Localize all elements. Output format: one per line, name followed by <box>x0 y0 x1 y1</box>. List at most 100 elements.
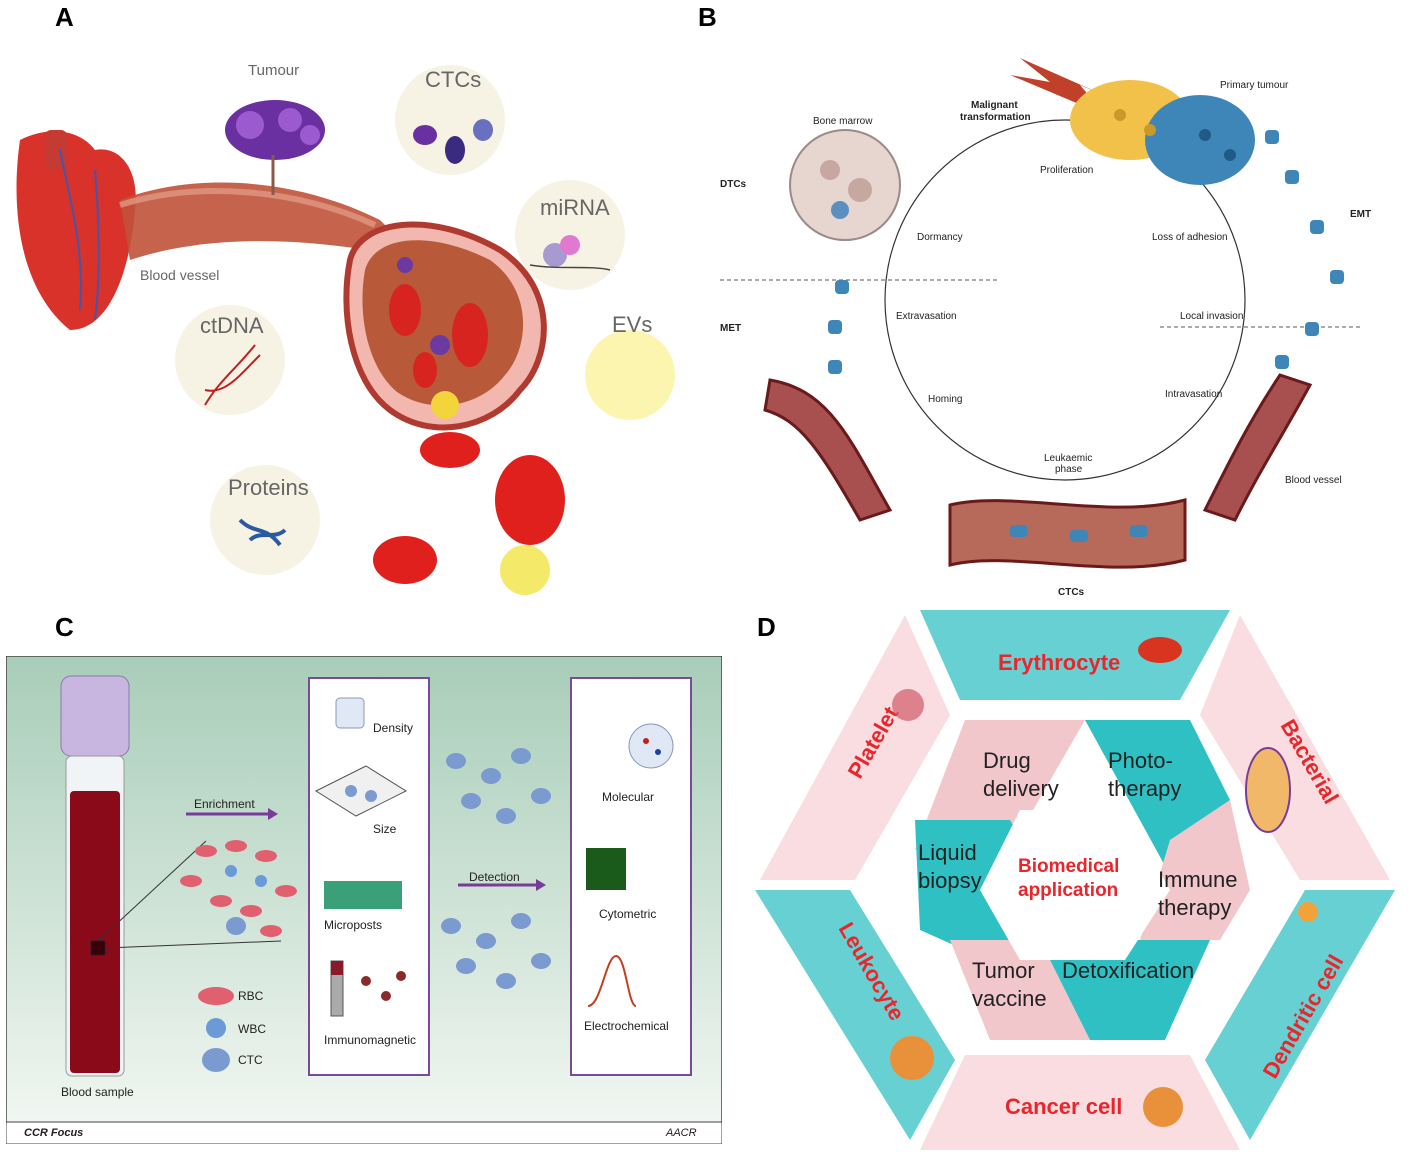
panel-letter-d: D <box>757 612 776 642</box>
primary-tumour-cells <box>1070 80 1255 185</box>
enrichment-methods-box <box>308 677 430 1076</box>
microposts-label: Microposts <box>324 918 382 932</box>
immunomagnetic-label: Immunomagnetic <box>324 1033 416 1047</box>
dormancy-label: Dormancy <box>917 232 963 243</box>
tumor-vaccine-label-line1: Tumor <box>972 958 1035 983</box>
dtcs-label: DTCs <box>720 179 747 190</box>
detoxification-label: Detoxification <box>1062 958 1194 983</box>
liquid-biopsy-label-line2: biopsy <box>918 868 982 893</box>
microposts-icon <box>324 881 402 909</box>
leukocyte-icon <box>890 1036 934 1080</box>
rbc-shape <box>420 432 480 468</box>
bacterial-segment <box>1200 615 1390 880</box>
dendritic-cell-icon <box>1298 902 1318 922</box>
molecular-dish-icon <box>628 723 674 769</box>
tumour-label: Tumour <box>248 62 299 79</box>
panel-c-ctc-enrichment-detection: CCR Focus AACR Blood sample Enrichment R… <box>6 656 722 1144</box>
panel-a-liquid-biopsy-illustration: Tumour Blood vessel CTCs miRNA EVs ctDNA… <box>16 62 675 595</box>
immune-therapy-label-line1: Immune <box>1158 867 1237 892</box>
density-icon <box>335 697 365 729</box>
ctdna-bubble <box>175 305 285 415</box>
size-label: Size <box>373 822 397 836</box>
leukaemic-label-line2: phase <box>1055 464 1083 475</box>
mirna-label: miRNA <box>540 195 610 220</box>
zoom-line <box>104 940 282 949</box>
homing-label: Homing <box>928 394 962 405</box>
panel-letter-c: C <box>55 612 74 642</box>
metastasis-cycle-circle <box>884 119 1246 481</box>
immune-therapy-label-line2: therapy <box>1158 895 1231 920</box>
emt-label: EMT <box>1350 209 1371 220</box>
cancer-cell-label: Cancer cell <box>1005 1094 1122 1119</box>
platelet-segment <box>760 615 950 880</box>
center-label-line2: application <box>1018 880 1118 901</box>
detoxification-block <box>1040 940 1210 1040</box>
panel-letter-b: B <box>698 2 717 32</box>
bone-marrow-label: Bone marrow <box>813 116 873 127</box>
rbc-legend-label: RBC <box>238 989 264 1003</box>
extravasation-label: Extravasation <box>896 311 957 322</box>
erythrocyte-icon <box>1138 637 1182 663</box>
ctc-legend-icon <box>202 1048 230 1072</box>
blood-sample-label: Blood sample <box>61 1085 134 1099</box>
density-label: Density <box>373 721 413 735</box>
panel-letter-a: A <box>55 2 74 32</box>
loss-of-adhesion-label: Loss of adhesion <box>1152 232 1228 243</box>
wbc-legend-icon <box>206 1018 226 1038</box>
molecular-label: Molecular <box>602 790 654 804</box>
met-label: MET <box>720 323 741 334</box>
erythrocyte-segment <box>920 610 1230 700</box>
rbc-shape <box>495 455 565 545</box>
blood-vessel-label: Blood vessel <box>140 267 219 283</box>
cytometric-label: Cytometric <box>599 907 656 921</box>
phototherapy-label-line2: therapy <box>1108 776 1181 801</box>
ctcs-label-b: CTCs <box>1058 587 1085 598</box>
evs-bubble <box>585 330 675 420</box>
ctdna-label: ctDNA <box>200 313 264 338</box>
cytometric-grid-icon <box>586 848 626 890</box>
drug-delivery-label-line1: Drug <box>983 748 1031 773</box>
phototherapy-label-line1: Photo- <box>1108 748 1173 773</box>
rbc-shape <box>373 536 437 584</box>
center-hexagon <box>980 810 1170 960</box>
panel-d-biomedical-applications-hexagon: Biomedical application Erythrocyte Plate… <box>755 610 1395 1150</box>
rbc-legend-icon <box>198 987 234 1005</box>
primary-tumour-label: Primary tumour <box>1220 80 1289 91</box>
aacr-logo-text: AACR <box>665 1127 697 1139</box>
center-label-line1: Biomedical <box>1018 856 1119 877</box>
proliferation-label: Proliferation <box>1040 165 1093 176</box>
malignant-label-line2: transformation <box>960 112 1031 123</box>
wbc-legend-label: WBC <box>238 1022 266 1036</box>
enriched-ctc-cells <box>441 748 551 989</box>
bone-marrow-circle <box>789 129 901 241</box>
panel-b-metastasis-cycle: Bone marrow Malignant transformation Pri… <box>720 58 1371 598</box>
immunomagnetic-icon <box>330 960 406 1017</box>
tumor-vaccine-block <box>950 940 1090 1040</box>
panel-c-footer <box>6 1121 722 1144</box>
blood-vessel-bottom <box>948 498 1187 569</box>
intravasation-label: Intravasation <box>1165 389 1222 400</box>
malignant-label-line1: Malignant <box>971 100 1018 111</box>
drug-delivery-label-line2: delivery <box>983 776 1059 801</box>
drug-delivery-block <box>915 720 1085 850</box>
tumor-vaccine-label-line2: vaccine <box>972 986 1047 1011</box>
local-invasion-label: Local invasion <box>1180 311 1243 322</box>
vessel-cross-section <box>343 221 547 431</box>
evs-label: EVs <box>612 312 652 337</box>
bacterial-icon <box>1245 747 1291 833</box>
size-filter-icon <box>314 765 408 817</box>
leukaemic-label-line1: Leukaemic <box>1044 453 1092 464</box>
heart-illustration <box>16 130 136 330</box>
immune-therapy-block <box>1140 800 1250 940</box>
tumour-cluster <box>225 100 325 195</box>
platelet-icon <box>892 689 924 721</box>
cancer-cell-icon <box>1143 1087 1183 1127</box>
liquid-biopsy-label-line1: Liquid <box>918 840 977 865</box>
electrochemical-label: Electrochemical <box>584 1019 669 1033</box>
ctcs-label: CTCs <box>425 67 481 92</box>
electrochemical-peak-icon <box>587 954 637 1007</box>
blood-vessel-left <box>763 378 893 522</box>
enrichment-label: Enrichment <box>194 797 255 811</box>
ctc-legend-label: CTC <box>238 1053 263 1067</box>
blood-vessel-tube <box>120 182 420 260</box>
